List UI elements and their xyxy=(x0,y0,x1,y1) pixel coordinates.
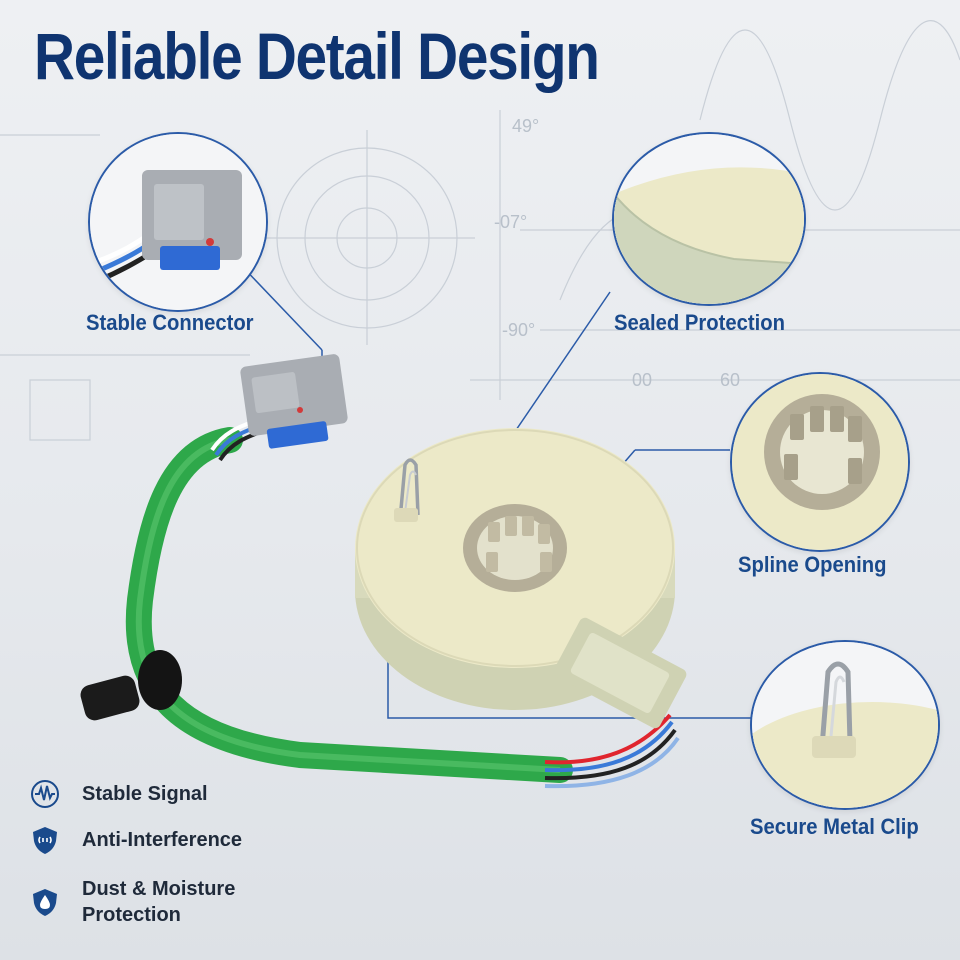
sealed-edge-closeup xyxy=(614,134,804,304)
feature-anti-interference: Anti-Interference xyxy=(30,825,242,855)
drawing-mark-e: 60 xyxy=(720,370,740,390)
feature-dust-moisture: Dust & Moisture Protection xyxy=(30,876,252,928)
rubber-grommet xyxy=(80,650,182,721)
sealed-protection-label: Sealed Protection xyxy=(614,310,785,335)
sensor-disc xyxy=(355,428,687,729)
zoom-circle-spline xyxy=(730,372,910,552)
drawing-mark-b: -07° xyxy=(494,212,527,232)
shield-icon xyxy=(33,827,57,854)
drawing-mark-c: -90° xyxy=(502,320,535,340)
zoom-circle-clip xyxy=(750,640,940,810)
clip-closeup xyxy=(752,642,938,808)
feature-stable-signal: Stable Signal xyxy=(30,779,208,809)
connector-closeup xyxy=(90,134,266,310)
zoom-circle-connector xyxy=(88,132,268,312)
water-drop-icon xyxy=(33,889,57,916)
page-title: Reliable Detail Design xyxy=(34,19,600,93)
waveform-icon xyxy=(31,780,59,808)
feature-label: Dust & Moisture Protection xyxy=(82,878,236,926)
spline-opening-label: Spline Opening xyxy=(738,552,887,577)
feature-label: Stable Signal xyxy=(82,783,208,805)
drawing-mark-a: 49° xyxy=(512,116,539,136)
spline-closeup xyxy=(732,374,908,550)
secure-metal-clip-label: Secure Metal Clip xyxy=(750,814,919,839)
zoom-circle-sealed xyxy=(612,132,806,306)
stable-connector-label: Stable Connector xyxy=(86,310,254,335)
feature-label: Anti-Interference xyxy=(82,829,243,851)
drawing-mark-d: 00 xyxy=(632,370,652,390)
cable-connector xyxy=(210,354,348,462)
